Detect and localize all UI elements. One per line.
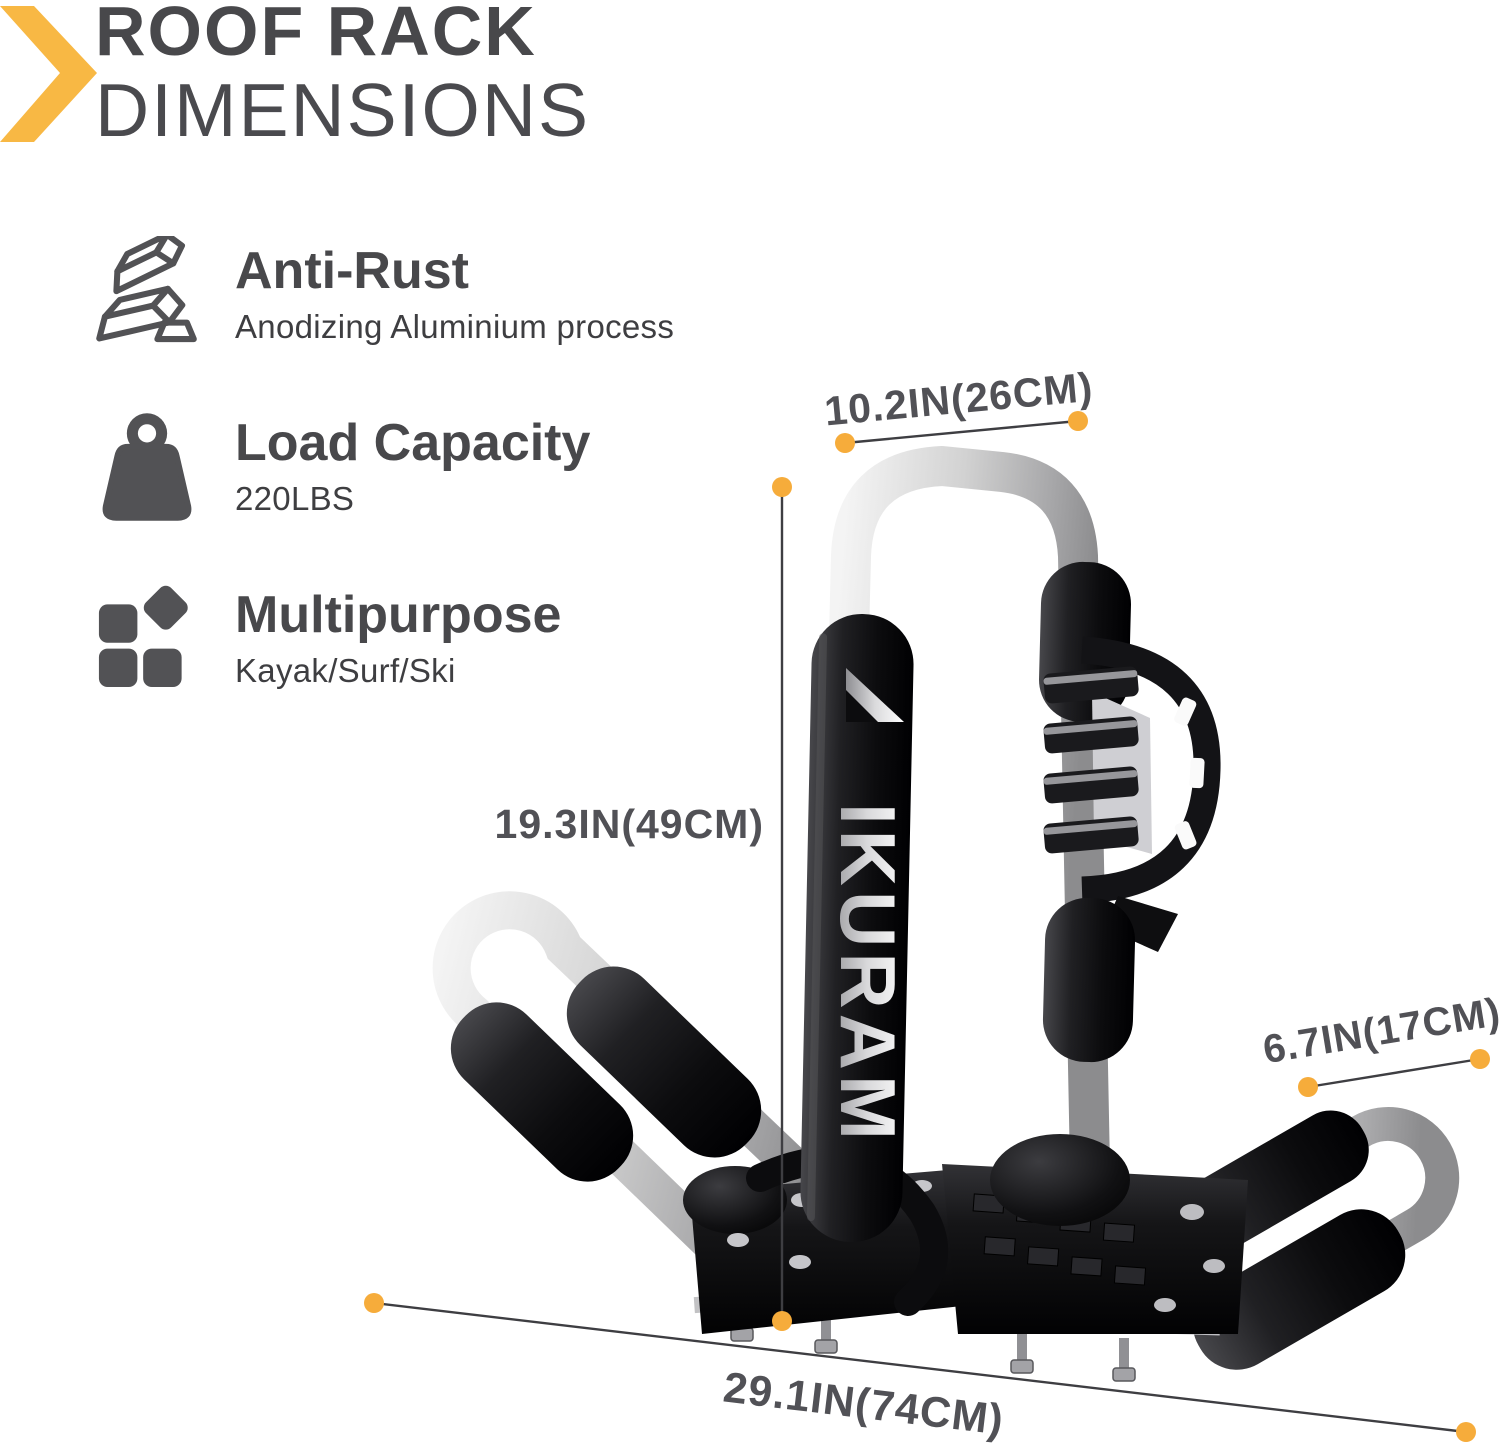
dimension-annotations xyxy=(373,419,1481,1434)
ratchet-clamp xyxy=(1043,636,1221,952)
clamp-lever xyxy=(1104,896,1178,952)
page-title: ROOF RACK xyxy=(95,0,537,70)
page-title-block: ROOF RACK DIMENSIONS xyxy=(95,0,590,150)
dim-line-side-width xyxy=(1307,1057,1481,1089)
foam-pad xyxy=(450,1002,634,1182)
metal-ingots-icon xyxy=(95,236,199,352)
bolt xyxy=(1010,1330,1136,1382)
feature-title: Anti-Rust xyxy=(235,241,469,300)
brand-logo-text: IKURAM xyxy=(824,803,912,1145)
clamp-slots xyxy=(1174,697,1205,850)
dim-label-height: 19.3IN(49CM) xyxy=(495,801,764,847)
page-subtitle: DIMENSIONS xyxy=(95,68,591,152)
foam-pad xyxy=(566,966,762,1158)
brand-logo: IKURAM xyxy=(824,668,912,1145)
base-dome xyxy=(990,1134,1130,1226)
front-foam-pad xyxy=(800,614,914,1242)
dim-line-top-width xyxy=(844,419,1079,445)
chevron-icon xyxy=(0,6,97,142)
feature-load-capacity: Load Capacity 220LBS xyxy=(95,408,590,524)
feature-multipurpose: Multipurpose Kayak/Surf/Ski xyxy=(95,580,561,696)
rivets xyxy=(1154,1204,1225,1312)
feature-subtitle: Anodizing Aluminium process xyxy=(235,307,675,345)
dim-line-total-width xyxy=(373,1301,1467,1434)
feature-title: Multipurpose xyxy=(235,585,562,644)
feature-anti-rust: Anti-Rust Anodizing Aluminium process xyxy=(95,236,674,352)
front-j-hook xyxy=(432,891,877,1321)
feature-text: Load Capacity 220LBS xyxy=(235,415,590,518)
dim-label-side-width: 6.7IN(17CM) xyxy=(1260,990,1500,1072)
weight-icon xyxy=(95,408,199,524)
foam-sleeve-lower xyxy=(1042,897,1136,1063)
feature-text: Anti-Rust Anodizing Aluminium process xyxy=(235,243,674,346)
feature-title: Load Capacity xyxy=(235,413,591,472)
dimension-endpoints xyxy=(364,411,1490,1442)
center-upright: IKURAM xyxy=(800,445,1221,1242)
dim-label-total-width: 29.1IN(74CM) xyxy=(721,1364,1007,1445)
feature-subtitle: 220LBS xyxy=(235,479,355,517)
feature-subtitle: Kayak/Surf/Ski xyxy=(235,651,456,689)
clamp-fins xyxy=(1043,666,1139,854)
header: ROOF RACK DIMENSIONS xyxy=(0,0,700,170)
feature-text: Multipurpose Kayak/Surf/Ski xyxy=(235,587,561,690)
shapes-icon xyxy=(95,580,199,696)
